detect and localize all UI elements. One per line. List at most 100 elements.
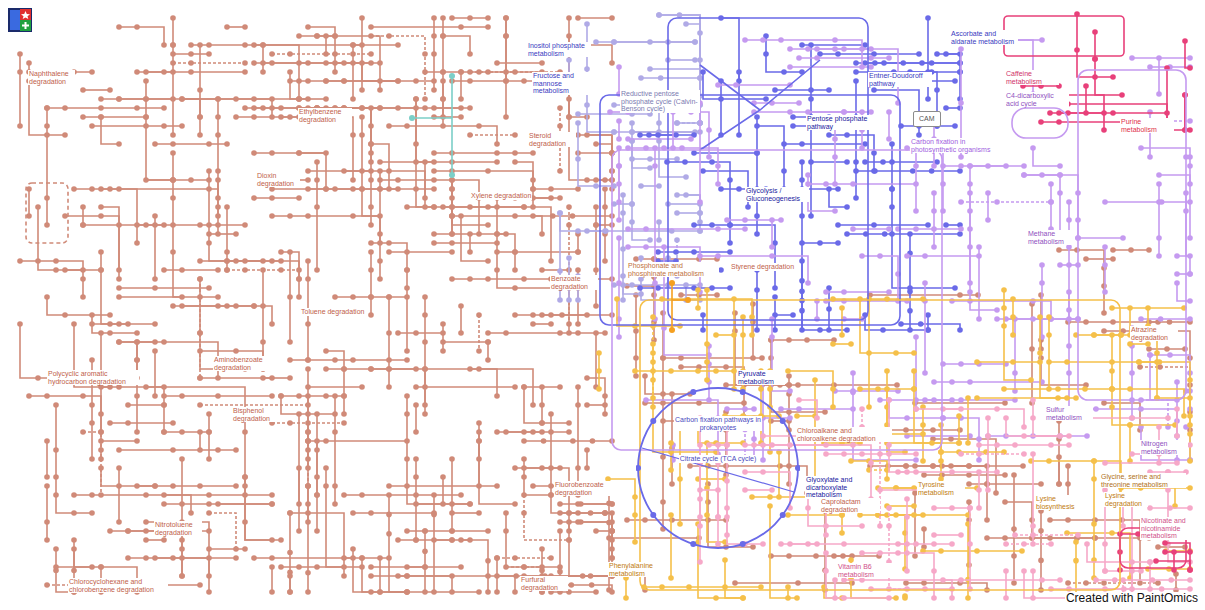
pathway-line xyxy=(757,126,784,189)
compound-dot xyxy=(736,132,742,138)
compound-dot xyxy=(611,39,617,45)
compound-dot xyxy=(768,553,774,559)
compound-dot xyxy=(206,51,212,57)
compound-dot xyxy=(557,123,563,129)
pathway-line xyxy=(172,153,174,180)
compound-dot xyxy=(566,33,572,39)
compound-dot xyxy=(404,294,410,300)
compound-dot xyxy=(566,204,572,210)
compound-dot xyxy=(458,303,464,309)
pathway-line xyxy=(578,522,612,567)
pathway-line xyxy=(46,441,48,477)
pathway-line xyxy=(389,495,434,592)
compound-dot xyxy=(826,306,832,312)
compound-dot xyxy=(179,267,185,273)
compound-dot xyxy=(476,438,482,444)
compound-dot xyxy=(1110,319,1116,325)
compound-dot xyxy=(314,564,320,570)
compound-dot xyxy=(296,96,302,102)
compound-dot xyxy=(494,60,500,66)
compound-dot xyxy=(341,393,347,399)
compound-dot xyxy=(844,132,850,138)
compound-dot xyxy=(548,195,554,201)
compound-dot xyxy=(89,69,95,75)
pathway-line xyxy=(101,252,155,324)
compound-dot xyxy=(233,114,239,120)
compound-dot xyxy=(467,276,473,282)
compound-dot xyxy=(494,555,500,561)
compound-dot xyxy=(440,33,446,39)
compound-dot xyxy=(170,42,176,48)
pathway-line xyxy=(551,414,578,513)
compound-dot xyxy=(683,174,689,180)
compound-dot xyxy=(539,420,545,426)
compound-dot xyxy=(647,165,653,171)
pathway-line xyxy=(208,414,210,459)
compound-dot xyxy=(224,303,230,309)
compound-dot xyxy=(458,69,464,75)
compound-dot xyxy=(116,339,122,345)
compound-dot xyxy=(215,375,221,381)
compound-dot xyxy=(966,472,972,478)
compound-dot xyxy=(889,141,895,147)
compound-dot xyxy=(143,537,149,543)
compound-dot xyxy=(350,546,356,552)
pathway-line xyxy=(496,558,498,592)
compound-dot xyxy=(1083,580,1089,586)
compound-dot xyxy=(530,150,536,156)
compound-dot xyxy=(584,66,590,72)
pathway-line xyxy=(352,45,354,99)
compound-dot xyxy=(287,573,293,579)
compound-dot xyxy=(197,114,203,120)
compound-dot xyxy=(242,483,248,489)
compound-dot xyxy=(921,580,927,586)
compound-dot xyxy=(197,375,203,381)
compound-dot xyxy=(727,222,733,228)
compound-dot xyxy=(161,42,167,48)
compound-dot xyxy=(197,330,203,336)
compound-dot xyxy=(350,357,356,363)
compound-dot xyxy=(575,384,581,390)
compound-dot xyxy=(206,285,212,291)
compound-dot xyxy=(386,531,392,537)
compound-dot xyxy=(125,555,131,561)
compound-dot xyxy=(395,537,401,543)
compound-dot xyxy=(786,409,792,415)
compound-dot xyxy=(691,249,697,255)
compound-dot xyxy=(314,267,320,273)
compound-dot xyxy=(368,510,374,516)
compound-dot xyxy=(404,564,410,570)
pathway-line xyxy=(434,495,479,592)
pathway-line xyxy=(164,269,218,271)
compound-dot xyxy=(609,60,615,66)
compound-dot xyxy=(697,210,703,216)
pathway-line xyxy=(272,188,362,190)
compound-dot xyxy=(609,555,615,561)
compound-dot xyxy=(1128,247,1134,253)
compound-dot xyxy=(880,159,886,165)
compound-dot xyxy=(215,132,221,138)
compound-dot xyxy=(179,96,185,102)
compound-dot xyxy=(633,256,639,262)
compound-dot xyxy=(723,382,729,388)
pathway-line xyxy=(119,27,164,45)
compound-dot xyxy=(278,249,284,255)
compound-dot xyxy=(697,210,703,216)
compound-dot xyxy=(422,339,428,345)
compound-dot xyxy=(440,15,446,21)
pathway-line xyxy=(1086,258,1113,260)
compound-dot xyxy=(539,429,545,435)
compound-dot xyxy=(557,210,563,216)
compound-dot xyxy=(242,42,248,48)
compound-dot xyxy=(26,213,32,219)
compound-dot xyxy=(296,195,302,201)
compound-dot xyxy=(570,438,576,444)
compound-dot xyxy=(1065,463,1071,469)
compound-dot xyxy=(431,589,437,595)
pathway-line xyxy=(452,80,542,82)
compound-dot xyxy=(575,228,581,234)
compound-dot xyxy=(682,159,688,165)
compound-dot xyxy=(912,553,918,559)
compound-dot xyxy=(305,24,311,30)
compound-dot xyxy=(377,159,383,165)
